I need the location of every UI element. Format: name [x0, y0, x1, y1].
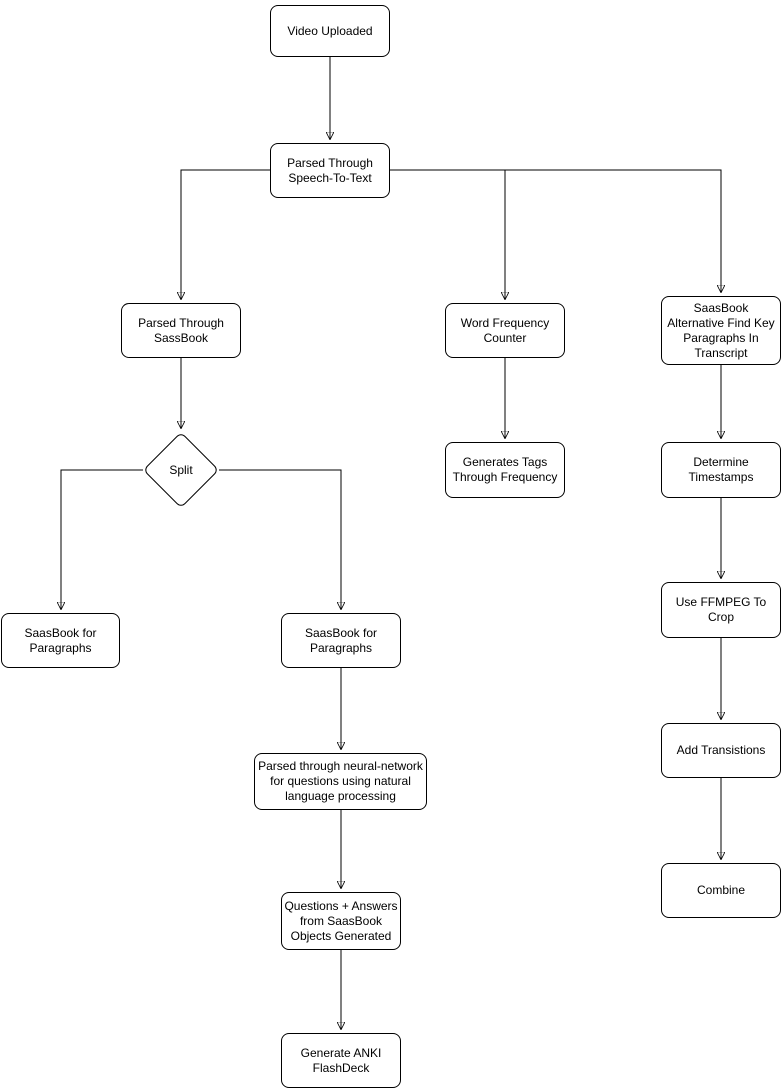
edge-stt-to-sassbook — [181, 169, 270, 299]
node-add-transitions: Add Transistions — [661, 723, 781, 778]
node-combine: Combine — [661, 863, 781, 918]
node-saasbook-alternative: SaasBook Alternative Find Key Paragraphs… — [661, 296, 781, 365]
node-parsed-sassbook: Parsed Through SassBook — [121, 303, 241, 358]
node-label: SaasBook Alternative Find Key Paragraphs… — [667, 300, 775, 360]
node-split: Split — [142, 431, 220, 509]
node-questions-answers: Questions + Answers from SaasBook Object… — [281, 892, 401, 950]
node-label: SaasBook for Paragraphs — [304, 625, 378, 655]
node-label: SaasBook for Paragraphs — [24, 625, 97, 655]
node-video-uploaded: Video Uploaded — [270, 5, 390, 57]
node-label: Combine — [696, 883, 746, 897]
edge-split-to-right-paragraphs — [219, 469, 341, 609]
node-label: Generates Tags Through Frequency — [452, 455, 558, 484]
node-generates-tags: Generates Tags Through Frequency — [445, 442, 565, 498]
node-label: Parsed Through Speech-To-Text — [287, 155, 373, 185]
node-label: Questions + Answers from SaasBook Object… — [284, 898, 398, 943]
node-label: Word Frequency Counter — [460, 315, 550, 345]
node-label: Split — [169, 463, 193, 477]
node-saasbook-paragraphs-right: SaasBook for Paragraphs — [281, 613, 401, 668]
node-label: Parsed through neural-network for questi… — [258, 759, 423, 803]
node-use-ffmpeg: Use FFMPEG To Crop — [661, 582, 781, 638]
node-label: Generate ANKI FlashDeck — [300, 1045, 382, 1075]
node-neural-network: Parsed through neural-network for questi… — [254, 753, 427, 810]
node-label: Parsed Through SassBook — [138, 315, 224, 345]
node-label: Video Uploaded — [287, 23, 373, 38]
node-determine-timestamps: Determine Timestamps — [661, 442, 781, 498]
node-generate-anki: Generate ANKI FlashDeck — [281, 1033, 401, 1088]
edge-stt-to-wordfreq — [390, 169, 505, 299]
edge-stt-to-alternative — [505, 169, 721, 292]
edge-split-to-left-paragraphs — [61, 469, 143, 609]
node-speech-to-text: Parsed Through Speech-To-Text — [270, 143, 390, 198]
node-label: Determine Timestamps — [688, 455, 754, 484]
node-saasbook-paragraphs-left: SaasBook for Paragraphs — [1, 613, 120, 668]
node-label: Add Transistions — [676, 743, 766, 757]
node-word-frequency: Word Frequency Counter — [445, 303, 565, 358]
node-label: Use FFMPEG To Crop — [675, 595, 767, 624]
